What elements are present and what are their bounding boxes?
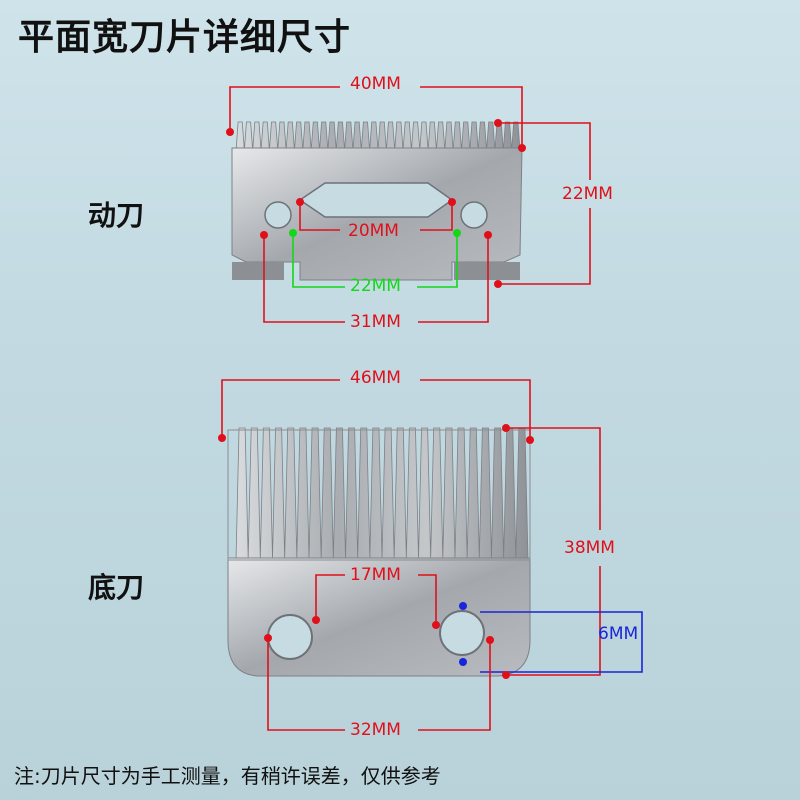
moving-height-line [498,122,591,180]
bottom-blade [227,427,531,677]
bottom-inner-line [315,574,345,620]
moving-blade-right-foot [454,262,520,280]
bottom-blade-points [218,424,534,679]
bottom-width-line [221,379,340,438]
moving-blade-dimensions [229,86,591,323]
bottom-hole-line [480,611,643,673]
bottom-height-label: 38MM [564,538,615,558]
bottom-blade-right-hole [439,610,485,656]
moving-blade-left-foot [232,262,284,280]
moving-holes-line [263,235,345,323]
moving-inner-line [292,233,345,288]
bottom-blade-label: 底刀 [88,571,145,604]
moving-blade-slot [298,182,454,218]
measurement-note: 注:刀片尺寸为手工测量，有稍许误差，仅供参考 [14,764,441,788]
page-title: 平面宽刀片详细尺寸 [18,17,352,58]
bottom-blade-teeth-backing [227,429,531,561]
moving-inner-label: 22MM [350,276,401,296]
bottom-height-line [506,427,601,530]
moving-holes-label: 31MM [350,312,401,332]
moving-blade-label: 动刀 [88,199,145,232]
moving-blade-points [226,119,526,288]
moving-blade-teeth [235,121,521,153]
bottom-inner-label: 17MM [350,565,401,585]
moving-blade [231,121,523,281]
moving-width-label: 40MM [350,74,401,94]
moving-blade-right-hole [460,201,488,229]
bottom-hole-label: 6MM [598,624,639,644]
bottom-blade-left-hole [267,614,313,660]
moving-slot-label: 20MM [348,221,399,241]
bottom-holes-line [267,638,345,731]
moving-blade-left-hole [264,201,292,229]
bottom-blade-dimensions [221,379,643,731]
moving-width-line [229,86,340,132]
bottom-blade-teeth [235,427,529,561]
moving-height-label: 22MM [562,184,613,204]
bottom-holes-label: 32MM [350,720,401,740]
moving-slot-line [299,202,340,231]
bottom-width-label: 46MM [350,368,401,388]
